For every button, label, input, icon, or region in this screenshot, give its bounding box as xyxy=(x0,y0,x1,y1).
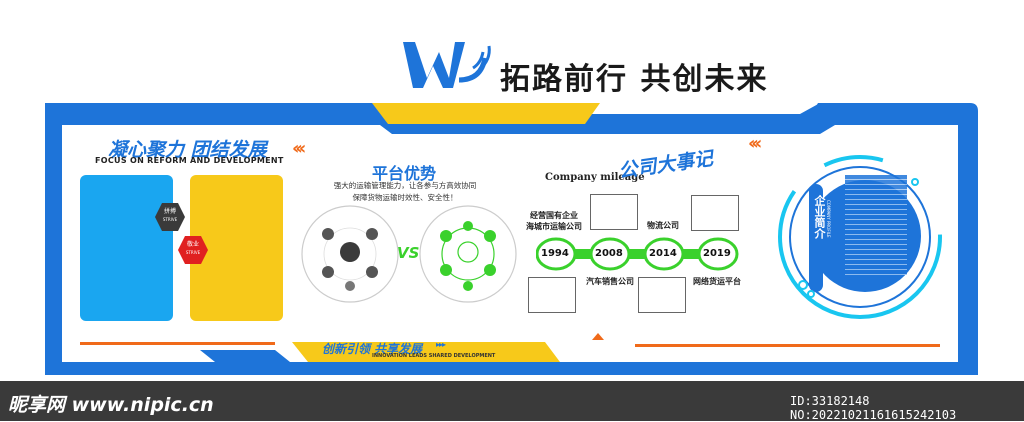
platform-desc-line2: 保障货物运输时效性、安全性！ xyxy=(352,193,458,202)
platform-desc-line1: 强大的运输管理能力，让各参与方高效协同 xyxy=(333,181,477,190)
platform-diagram xyxy=(301,205,517,303)
profile-text-block xyxy=(845,175,907,275)
profile-title-en: COMPANY PROFILE xyxy=(826,200,831,238)
timeline-chain xyxy=(536,237,739,271)
footer-bar: 昵享网 www.nipic.cn ID:33182148 NO:20221021… xyxy=(0,381,1024,422)
left-panel-title: 凝心聚力 团结发展 xyxy=(108,139,267,161)
left-panel-subtitle: FOCUS ON REFORM AND DEVELOPMENT xyxy=(95,156,284,165)
year-2008: 2008 xyxy=(595,248,623,259)
year-1994: 1994 xyxy=(541,248,569,259)
milestone-photo-box-1 xyxy=(590,194,638,230)
milestone-photo-box-3 xyxy=(528,277,576,313)
badge-strive-cn: 拼搏 xyxy=(163,208,176,215)
company-logo xyxy=(403,42,491,88)
event-2008: 汽车销售公司 xyxy=(586,277,634,286)
milestone-photo-box-4 xyxy=(638,277,686,313)
bottom-banner-title: 创新引领 共享发展 xyxy=(322,342,423,356)
event-2019: 网络货运平台 xyxy=(693,277,741,286)
footer-site: 昵享网 www.nipic.cn xyxy=(8,394,214,416)
badge-dedication-cn: 敬业 xyxy=(186,241,199,248)
chevrons-right-icon: ‹‹‹ xyxy=(748,133,762,154)
profile-title: 企业简介 xyxy=(813,195,826,239)
vs-label: VS xyxy=(397,244,420,262)
dedication-hexagon-icon xyxy=(178,236,208,264)
chevrons-left-icon: ‹‹‹ xyxy=(292,138,306,159)
year-2019: 2019 xyxy=(703,248,731,259)
badge-strive-en: STRIVE xyxy=(162,217,178,222)
footer-id: ID:33182148 NO:20221021161615242103 xyxy=(790,394,957,422)
milestone-photo-box-2 xyxy=(691,195,739,231)
bottom-banner-chevrons-icon: ▸▸▸ xyxy=(436,340,446,349)
badge-dedication-label: 敬业 STRIVE xyxy=(178,241,208,257)
bottom-banner-subtitle: INNOVATION LEADS SHARED DEVELOPMENT xyxy=(372,353,496,359)
badge-strive-label: 拼搏 STRIVE xyxy=(155,208,185,224)
strive-hexagon-icon xyxy=(155,203,185,231)
header-slogan: 拓路前行 共创未来 xyxy=(500,62,769,97)
platform-title: 平台优势 xyxy=(372,164,437,183)
badge-dedication-en: STRIVE xyxy=(185,250,201,255)
event-2014: 物流公司 xyxy=(647,221,679,230)
year-2014: 2014 xyxy=(649,248,677,259)
milestones-title-en: Company mileage xyxy=(545,172,645,183)
platform-desc: 强大的运输管理能力，让各参与方高效协同 保障货物运输时效性、安全性！ xyxy=(320,180,490,204)
event-1994: 经营国有企业 海城市运输公司 xyxy=(526,211,582,231)
